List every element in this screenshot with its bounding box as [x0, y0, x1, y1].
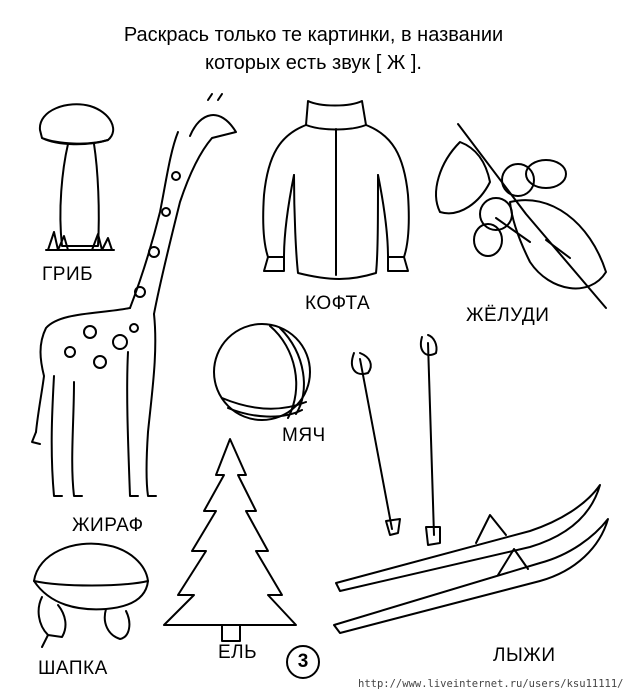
acorns-label: ЖЁЛУДИ [466, 305, 550, 326]
jacket-icon [250, 95, 425, 285]
hat-icon [22, 535, 162, 650]
ball-icon [206, 318, 326, 428]
hat-label: ШАПКА [38, 658, 108, 679]
mushroom-icon [28, 100, 128, 260]
instruction-line-2: которых есть звук [ Ж ]. [205, 52, 422, 74]
skis-label: ЛЫЖИ [493, 645, 556, 666]
page-number: 3 [286, 645, 320, 679]
spruce-label: ЕЛЬ [218, 642, 258, 663]
skis-icon [330, 334, 615, 645]
giraffe-label: ЖИРАФ [72, 515, 144, 536]
spruce-icon [160, 435, 300, 645]
ball-label: МЯЧ [282, 425, 326, 446]
watermark-url: http://www.liveinternet.ru/users/ksu1111… [358, 678, 624, 690]
jacket-label: КОФТА [305, 293, 371, 314]
acorns-icon [430, 122, 615, 312]
instruction-line-1: Раскрась только те картинки, в названии [123, 24, 504, 46]
mushroom-label: ГРИБ [42, 264, 94, 285]
giraffe-icon [30, 92, 240, 512]
